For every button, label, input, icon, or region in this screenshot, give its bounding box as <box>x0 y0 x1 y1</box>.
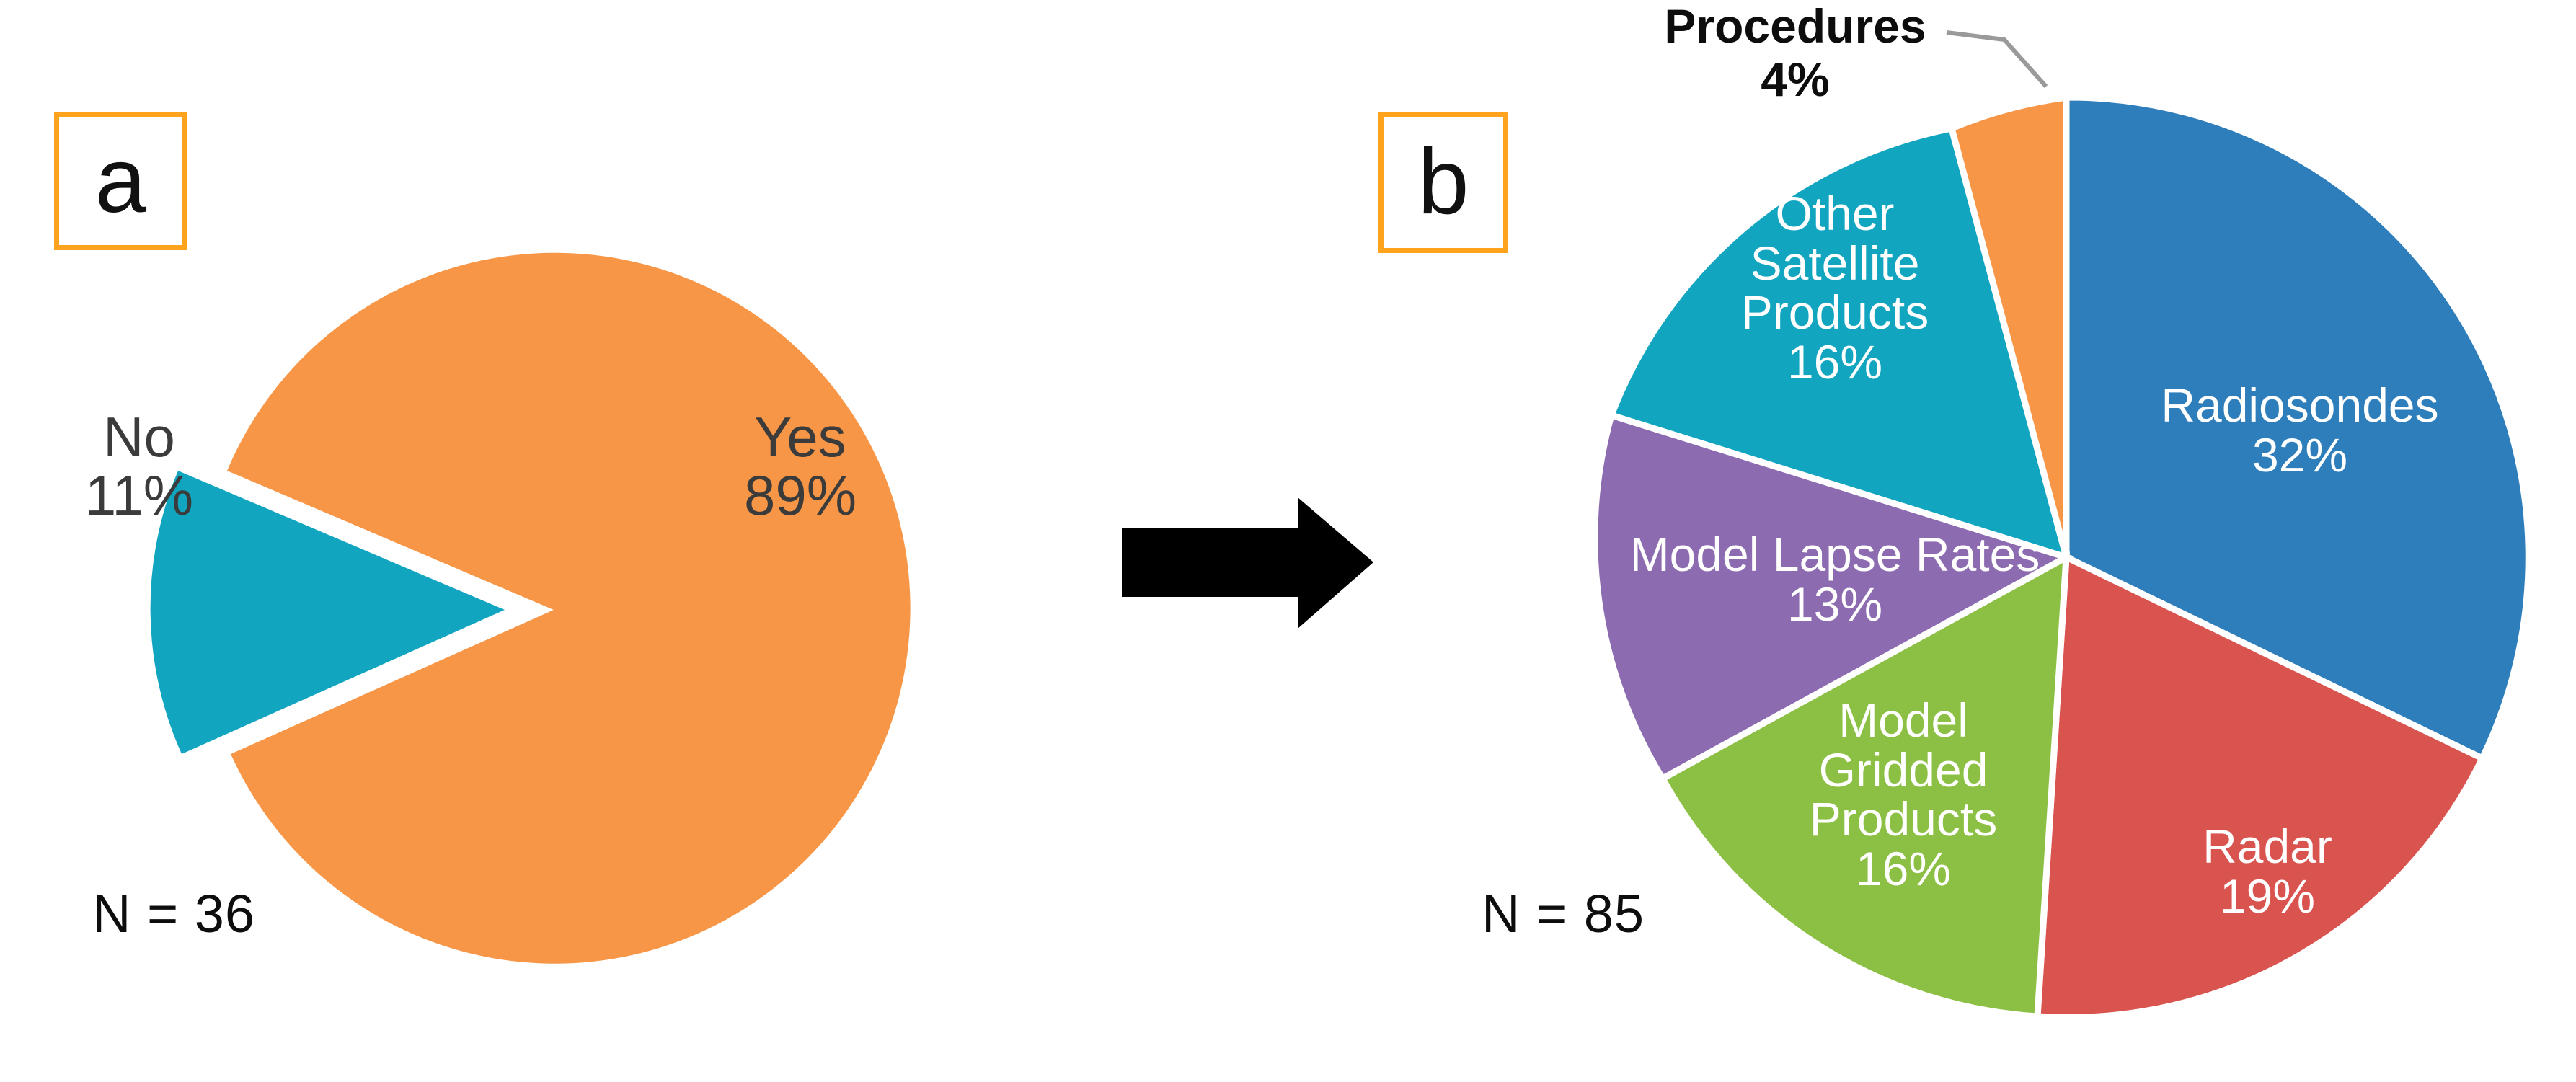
panel-tag-a: a <box>54 112 187 250</box>
pie-chart-b <box>1591 93 2532 1021</box>
sample-size-label-a: N = 36 <box>92 884 256 944</box>
sample-size-label-b: N = 85 <box>1482 884 1645 944</box>
panel-tag-b: b <box>1378 112 1508 253</box>
pie-slice-radiosondes[interactable] <box>2063 94 2532 763</box>
pie-slice-no[interactable] <box>150 471 505 754</box>
pie-slice-model-gridded-products[interactable] <box>1657 551 2071 1020</box>
transition-arrow <box>1122 497 1373 629</box>
pie-slice-model-lapse-rates[interactable] <box>1591 411 2075 784</box>
pie-slice-yes[interactable] <box>227 252 911 964</box>
pie-slice-radar[interactable] <box>2034 552 2487 1021</box>
pie-slice-other-satellite-products[interactable] <box>1607 124 2071 562</box>
procedures-leader-line <box>1946 30 2048 88</box>
pie-chart-a <box>150 252 911 964</box>
pie-slice-procedures[interactable] <box>1947 93 2070 559</box>
